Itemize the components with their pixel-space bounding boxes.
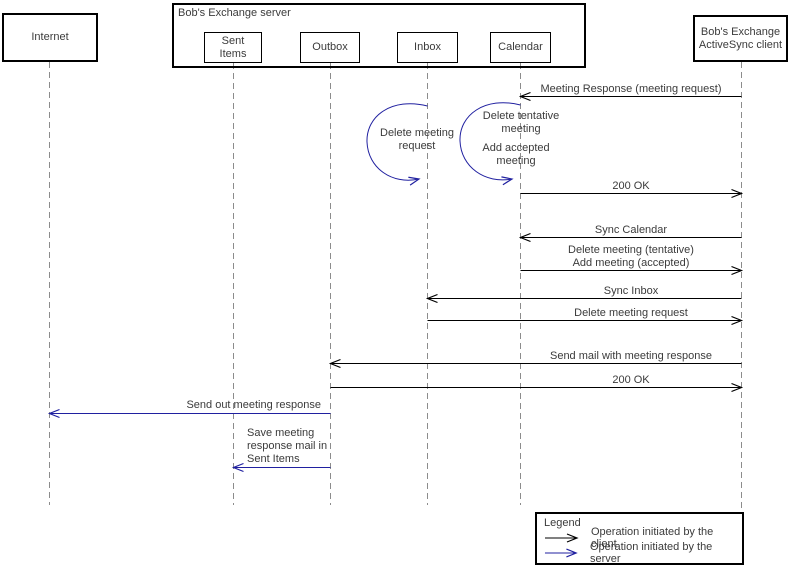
self-label-delete-tentative-meeting: Delete tentative meeting	[482, 110, 560, 135]
client-arrow-icon	[544, 532, 579, 543]
self-label-add-accepted-meeting: Add accepted meeting	[482, 142, 550, 167]
server-frame-title: Bob's Exchange server	[178, 7, 291, 19]
message-label-send-out-response: Send out meeting response	[186, 399, 321, 411]
legend-item-client: Operation initiated by the client	[544, 526, 742, 550]
message-label-sync-calendar: Sync Calendar	[594, 224, 668, 236]
message-label-send-mail: Send mail with meeting response	[549, 350, 713, 362]
legend-item-client-label: Operation initiated by the client	[590, 525, 714, 550]
message-label-delete-add-meeting: Delete meeting (tentative) Add meeting (…	[568, 244, 694, 269]
message-label-save-to-sent-items: Save meeting response mail in Sent Items	[247, 427, 328, 465]
legend-item-server-label: Operation initiated by the server	[590, 540, 713, 565]
legend-item-server: Operation initiated by the server	[544, 541, 742, 565]
self-label-delete-meeting-request: Delete meeting request	[380, 127, 454, 152]
message-label-sync-inbox: Sync Inbox	[603, 285, 659, 297]
self-arrow-inbox	[366, 103, 428, 186]
message-label-200-ok-outbox: 200 OK	[612, 374, 650, 386]
server-arrow-icon	[544, 548, 578, 557]
legend-title: Legend	[544, 517, 581, 529]
legend: Legend Operation initiated by the client…	[535, 512, 744, 565]
actor-server-frame	[172, 3, 586, 68]
actor-internet-box: Internet	[2, 13, 98, 62]
message-label-200-ok-calendar: 200 OK	[612, 180, 650, 192]
folder-calendar: Calendar	[490, 32, 551, 63]
message-label-meeting-response: Meeting Response (meeting request)	[540, 83, 722, 95]
self-arrow-calendar	[459, 102, 521, 186]
folder-outbox: Outbox	[300, 32, 360, 63]
message-label-delete-meeting-request: Delete meeting request	[574, 307, 688, 319]
actor-client-box: Bob's Exchange ActiveSync client	[693, 15, 788, 62]
folder-inbox: Inbox	[397, 32, 458, 63]
folder-sent-items: Sent Items	[204, 32, 262, 63]
